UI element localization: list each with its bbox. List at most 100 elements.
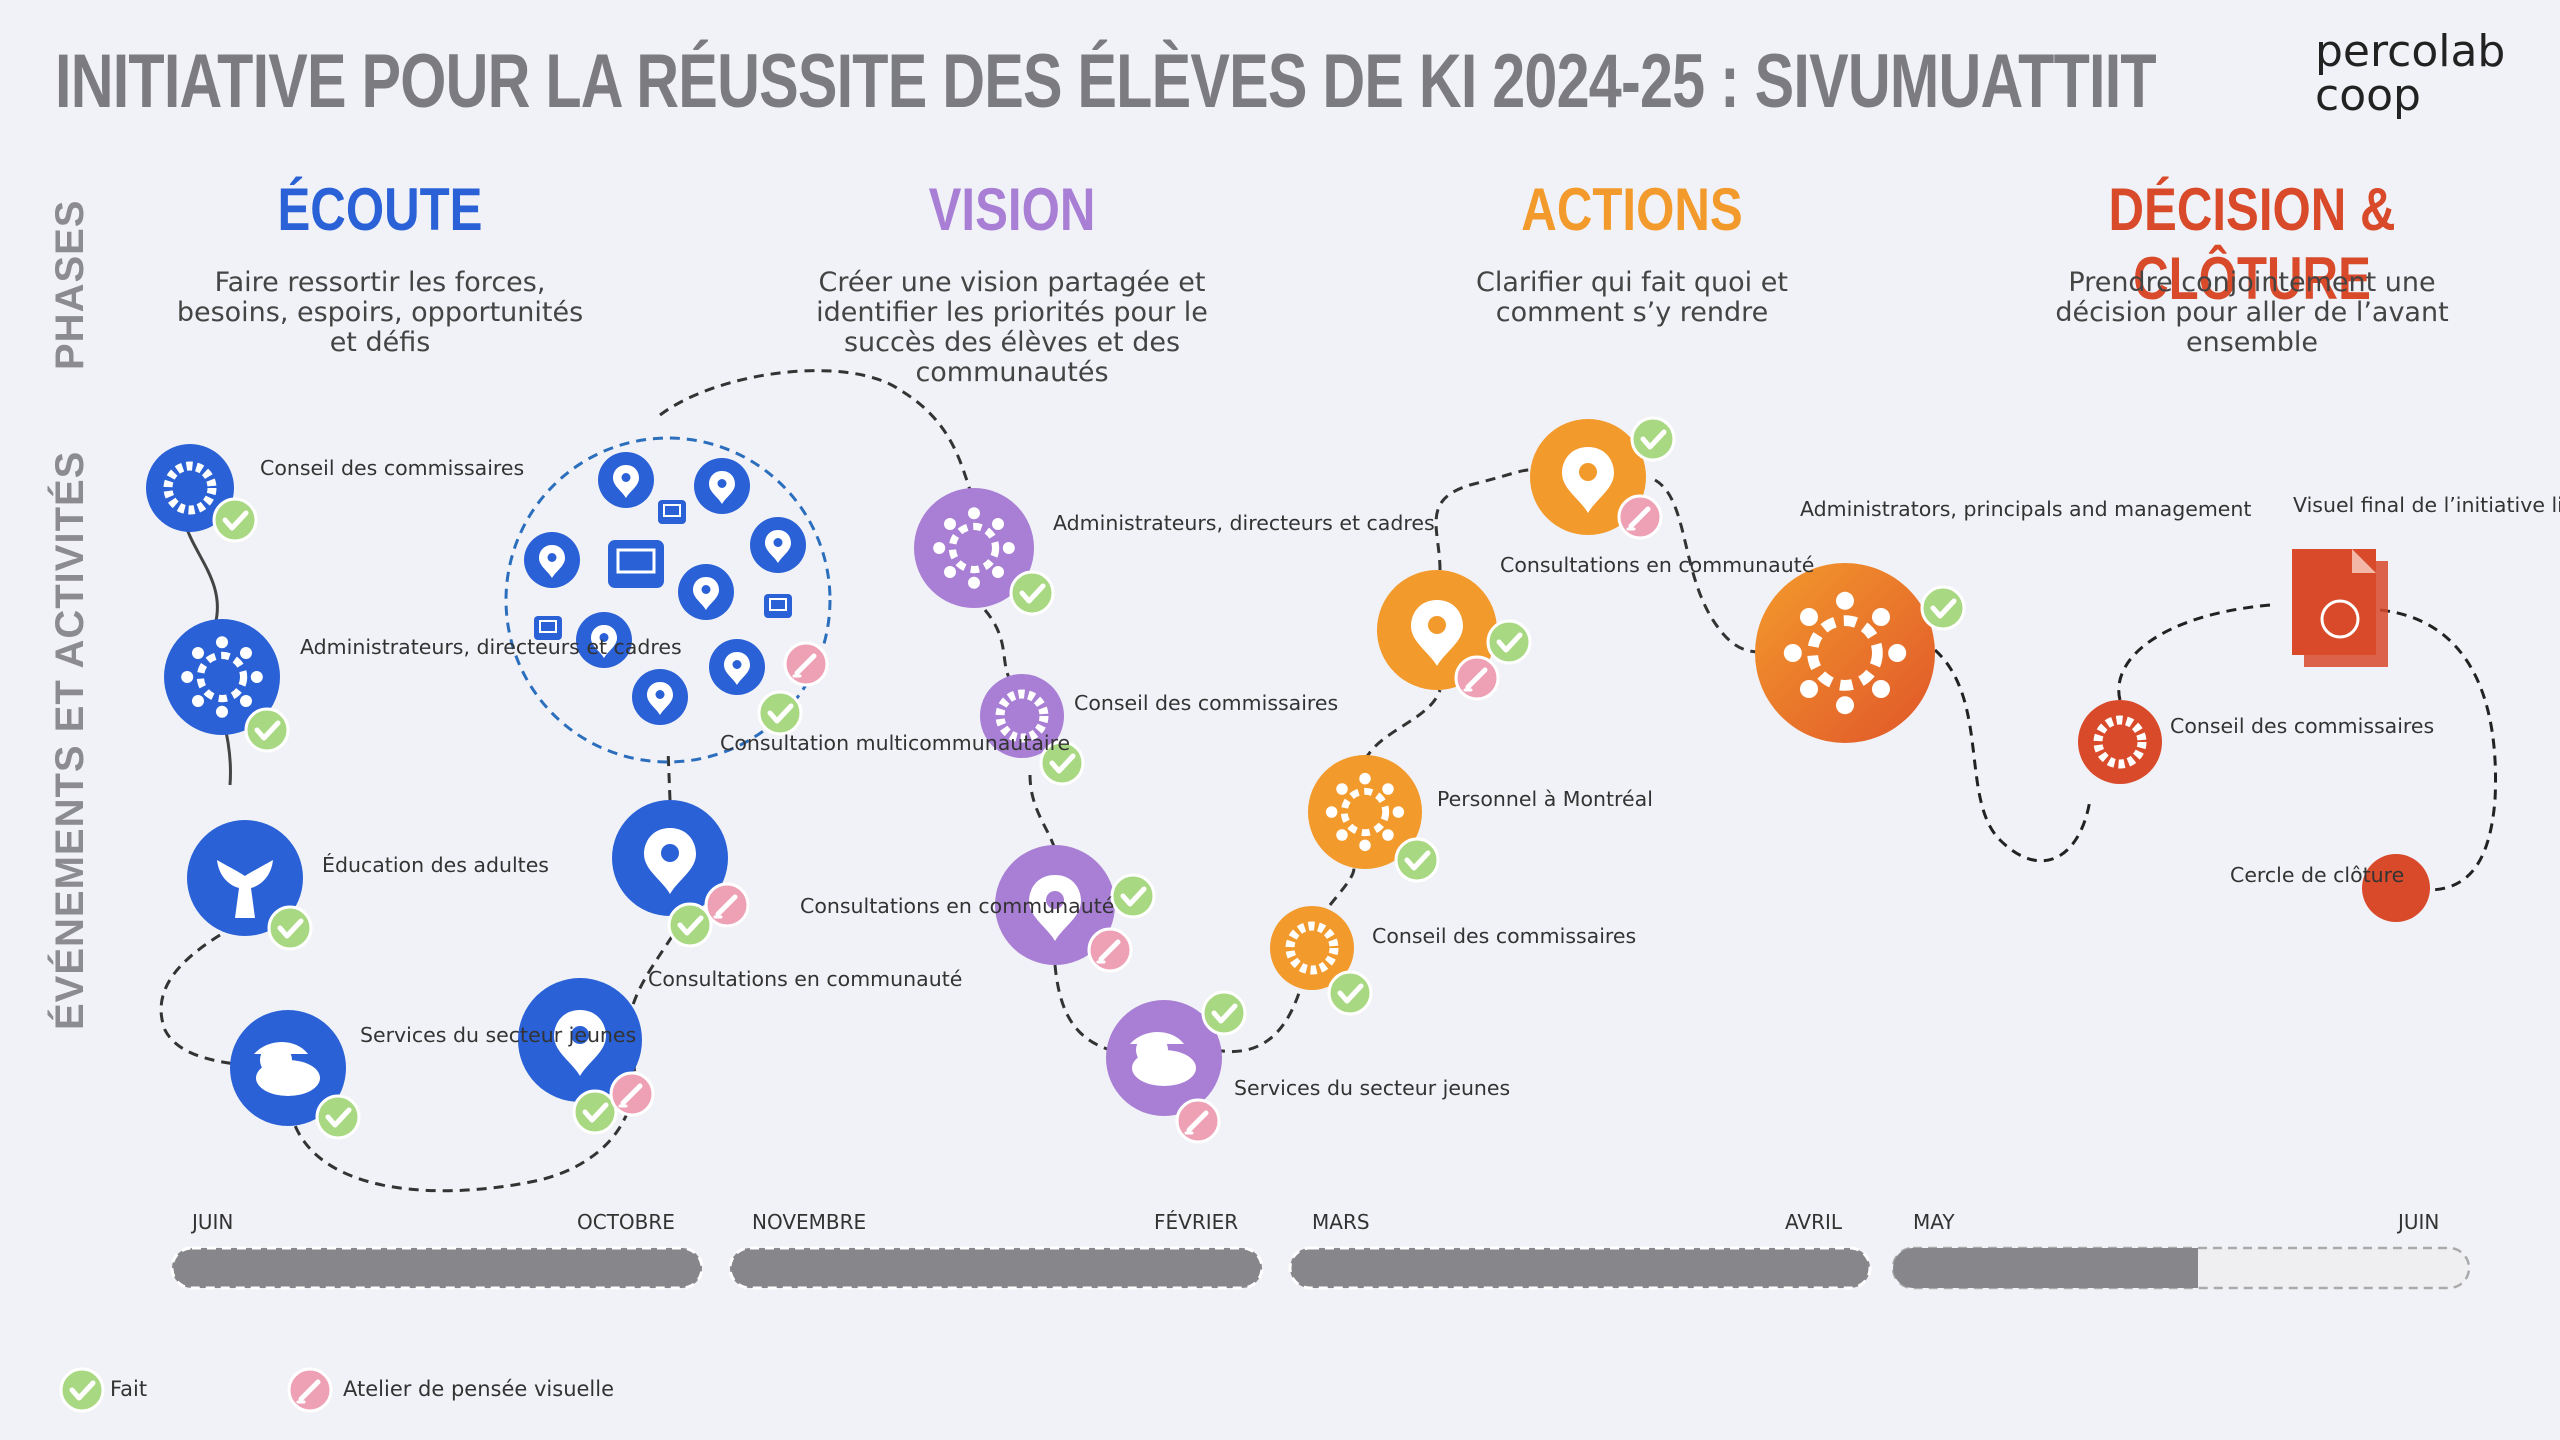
done-check-icon bbox=[1396, 839, 1438, 881]
label-d1: Administrators, principals and managemen… bbox=[1800, 497, 2252, 521]
phase-title-decision: DÉCISION & CLÔTURE bbox=[2108, 176, 2396, 312]
node-d3 bbox=[2078, 700, 2162, 784]
month-end-3: AVRIL bbox=[1785, 1210, 1843, 1234]
node-c4 bbox=[1530, 418, 1674, 538]
multi-pins bbox=[524, 452, 827, 734]
node-c1 bbox=[1270, 906, 1371, 1014]
label-d2: Visuel final de l’initiative livré bbox=[2293, 493, 2560, 517]
label-a3: Éducation des adultes bbox=[322, 853, 549, 877]
multicommunity-circle bbox=[504, 436, 832, 764]
done-check-icon bbox=[214, 499, 256, 541]
connector-dashed-decision-2 bbox=[2117, 603, 2271, 701]
done-check-icon bbox=[574, 1091, 616, 1133]
label-c2: Personnel à Montréal bbox=[1437, 787, 1653, 811]
connector-dashed-vision-4 bbox=[1053, 964, 1111, 1052]
timeline-bar-3 bbox=[1288, 1246, 1872, 1290]
label-b4: Services du secteur jeunes bbox=[1234, 1076, 1511, 1100]
workshop-pen-icon bbox=[706, 884, 748, 926]
legend-workshop-icon bbox=[289, 1369, 331, 1411]
node-a4 bbox=[230, 1010, 359, 1138]
legend-workshop-label: Atelier de pensée visuelle bbox=[343, 1377, 615, 1401]
label-d4: Cercle de clôture bbox=[2230, 863, 2405, 887]
node-d2 bbox=[2292, 549, 2388, 667]
done-check-icon bbox=[269, 907, 311, 949]
workshop-pen-icon bbox=[611, 1073, 653, 1115]
workshop-pen-icon bbox=[1619, 496, 1661, 538]
connector-dashed-ecoute-3 bbox=[666, 749, 672, 801]
connector-dashed-ecoute-2 bbox=[288, 899, 692, 1193]
phase-desc-vision: Créer une vision partagée et identifier … bbox=[816, 267, 1208, 388]
connector-dashed-vision-3 bbox=[1028, 774, 1057, 851]
legend-done-icon bbox=[61, 1369, 103, 1411]
phase-desc-decision: Prendre conjointement une décision pour … bbox=[2055, 267, 2449, 358]
label-c3: Consultations en communauté bbox=[1500, 553, 1815, 577]
node-a2 bbox=[164, 619, 288, 751]
done-check-icon bbox=[1011, 572, 1053, 614]
connector-dashed-decision-3 bbox=[2379, 608, 2498, 892]
label-a5: Consultations en communauté bbox=[648, 967, 963, 991]
node-a1 bbox=[146, 444, 256, 541]
month-end-2: FÉVRIER bbox=[1154, 1210, 1239, 1234]
node-b3 bbox=[995, 845, 1154, 971]
connector-dashed-actions-3 bbox=[1434, 468, 1531, 571]
workshop-pen-icon bbox=[1089, 929, 1131, 971]
page-title: INITIATIVE POUR LA RÉUSSITE DES ÉLÈVES D… bbox=[55, 39, 2157, 124]
node-b2 bbox=[980, 674, 1083, 784]
done-check-icon bbox=[1112, 875, 1154, 917]
node-b4 bbox=[1106, 992, 1245, 1142]
timeline-bar-1 bbox=[170, 1246, 704, 1290]
month-start-2: NOVEMBRE bbox=[752, 1210, 867, 1234]
node-c3 bbox=[1377, 570, 1530, 699]
workshop-pen-icon bbox=[1177, 1100, 1219, 1142]
node-a5 bbox=[518, 978, 653, 1133]
done-check-icon bbox=[1922, 587, 1964, 629]
walrus-icon bbox=[254, 1042, 320, 1096]
legend-done-label: Fait bbox=[110, 1377, 148, 1401]
timeline-bar-4-fill bbox=[1893, 1248, 2198, 1288]
month-start-1: JUIN bbox=[192, 1210, 234, 1234]
timeline-bars bbox=[170, 1246, 2471, 1290]
connector-dashed-actions bbox=[1328, 858, 1356, 906]
node-d4 bbox=[2362, 854, 2430, 922]
label-b2: Conseil des commissaires bbox=[1074, 691, 1339, 715]
timeline-bar-2 bbox=[728, 1246, 1264, 1290]
label-a6: Consultation multicommunautaire bbox=[720, 731, 1071, 755]
connector-dashed-actions-2 bbox=[1363, 689, 1442, 761]
label-d3: Conseil des commissaires bbox=[2170, 714, 2435, 738]
workshop-pen-icon bbox=[1456, 657, 1498, 699]
phase-desc-actions: Clarifier qui fait quoi et comment s’y r… bbox=[1476, 267, 1788, 328]
label-a2: Administrateurs, directeurs et cadres bbox=[300, 635, 682, 659]
month-start-4: MAY bbox=[1913, 1210, 1955, 1234]
document-icon bbox=[2320, 599, 2360, 639]
connector-dashed-decision bbox=[1933, 648, 2092, 863]
phase-desc-ecoute: Faire ressortir les forces, besoins, esp… bbox=[176, 267, 584, 358]
connector-dashed-vision-2 bbox=[983, 609, 1012, 681]
node-d1 bbox=[1755, 563, 1964, 743]
node-b1 bbox=[914, 488, 1053, 614]
phase-title-actions: ACTIONS bbox=[1521, 176, 1743, 243]
done-check-icon bbox=[669, 904, 711, 946]
month-end-1: OCTOBRE bbox=[577, 1210, 675, 1234]
whale-tail-icon bbox=[217, 860, 273, 918]
label-b3: Consultations en communauté bbox=[800, 894, 1115, 918]
done-check-icon bbox=[1488, 621, 1530, 663]
done-check-icon bbox=[1329, 972, 1371, 1014]
connector-dashed-vision-5 bbox=[1214, 989, 1302, 1053]
month-end-4: JUIN bbox=[2398, 1210, 2440, 1234]
connector-dashed-actions-4 bbox=[1654, 478, 1761, 654]
logo-line2: coop bbox=[2315, 70, 2421, 121]
label-b1: Administrateurs, directeurs et cadres bbox=[1053, 511, 1435, 535]
node-a7 bbox=[612, 800, 748, 946]
connector-dashed-ecoute bbox=[159, 933, 276, 1069]
walrus-icon bbox=[1130, 1032, 1196, 1086]
done-check-icon bbox=[317, 1096, 359, 1138]
label-a1: Conseil des commissaires bbox=[260, 456, 525, 480]
node-c2 bbox=[1308, 755, 1438, 881]
percolab-logo: percolab coop bbox=[2315, 30, 2505, 118]
phase-title-vision: VISION bbox=[928, 176, 1096, 243]
label-a4: Services du secteur jeunes bbox=[360, 1023, 637, 1047]
label-c1: Conseil des commissaires bbox=[1372, 924, 1637, 948]
node-a3 bbox=[187, 820, 311, 949]
done-check-icon bbox=[246, 709, 288, 751]
